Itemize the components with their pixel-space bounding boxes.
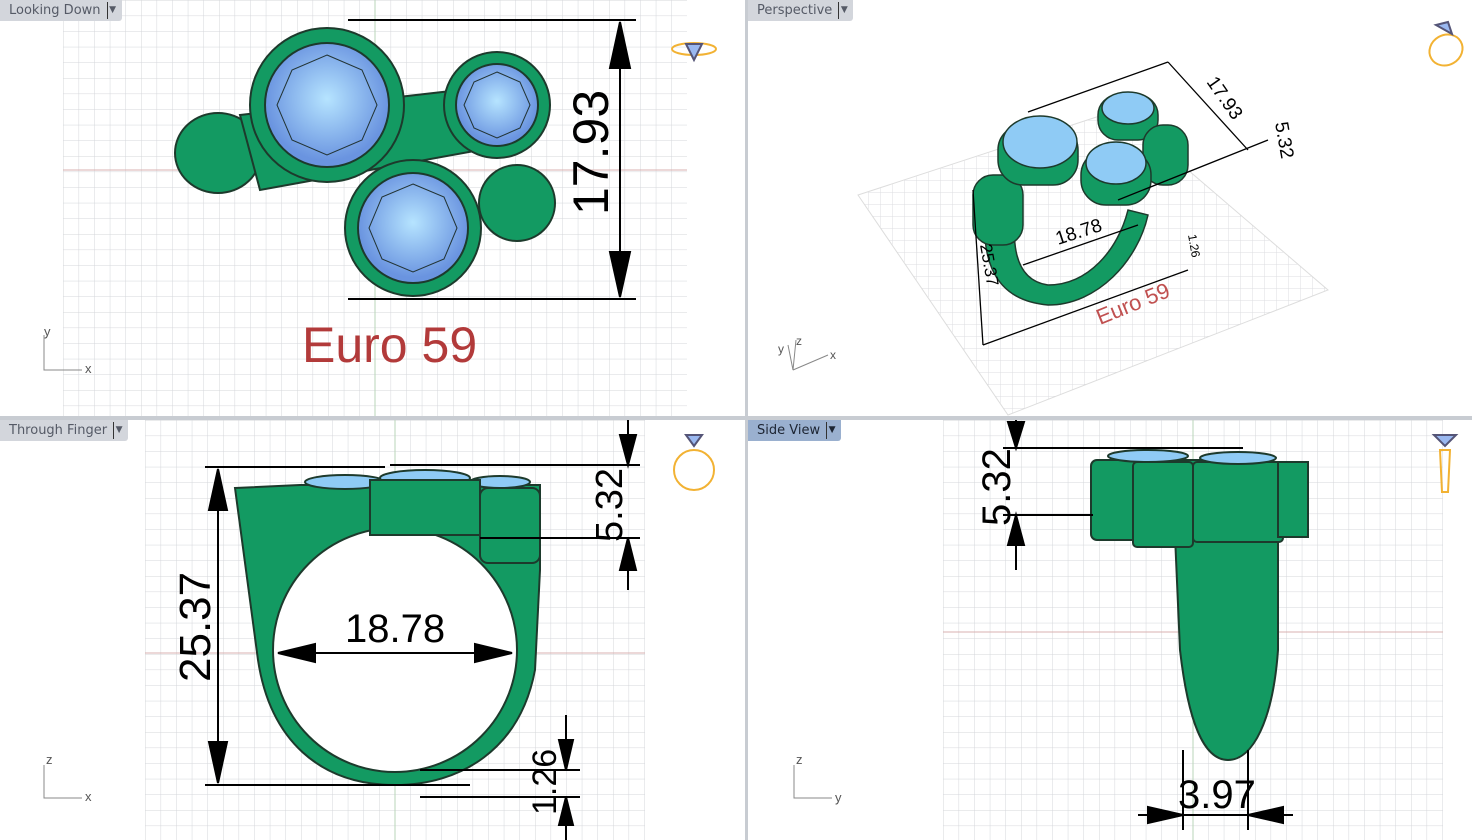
axis-indicator: [787, 339, 829, 371]
axis-label-z: z: [796, 752, 803, 767]
ring-icon[interactable]: [671, 42, 717, 63]
dimension-label: 1.26: [1185, 233, 1203, 259]
viewport-tab-perspective[interactable]: Perspective ▼: [748, 0, 854, 21]
axis-label-y: y: [44, 324, 51, 339]
dimension-label: 1.26: [526, 749, 564, 815]
viewport-divider-horizontal[interactable]: [0, 416, 1472, 420]
size-label: Euro 59: [302, 317, 477, 373]
viewport-canvas[interactable]: 5.32 3.97 z y: [748, 420, 1472, 840]
viewport-through-finger[interactable]: Through Finger ▼ 25.37 18.78 5.32 1.26: [0, 420, 745, 840]
viewport-title: Looking Down: [9, 3, 101, 18]
dimension-label: 5.32: [589, 468, 631, 542]
axis-label-z: z: [46, 752, 53, 767]
axis-label-y: y: [778, 342, 784, 356]
axis-label-y: y: [835, 790, 842, 805]
axis-label-x: x: [85, 361, 92, 376]
chevron-down-icon[interactable]: ▼: [826, 422, 837, 439]
viewport-tab-through-finger[interactable]: Through Finger ▼: [0, 420, 129, 441]
viewport-title: Through Finger: [9, 423, 108, 438]
ring-side-view: [1090, 449, 1309, 762]
chevron-down-icon[interactable]: ▼: [106, 2, 118, 19]
viewport-divider-vertical[interactable]: [745, 0, 748, 840]
viewport-looking-down[interactable]: Looking Down ▼ 17.93 Euro 59 y x: [0, 0, 745, 416]
viewport-canvas[interactable]: 17.93 5.32 18.78 25.37 1.26 Euro 59 y z …: [748, 0, 1472, 416]
axis-indicator: [43, 335, 82, 371]
dimension-width: [348, 19, 636, 300]
viewport-side-view[interactable]: Side View ▼ 5.32 3.97 z y: [748, 420, 1472, 840]
ring-perspective: [972, 91, 1189, 306]
dimension-lines: [205, 420, 640, 840]
dimension-lines: [972, 61, 1269, 346]
viewport-tab-side-view[interactable]: Side View ▼: [748, 420, 842, 441]
viewport-canvas[interactable]: 25.37 18.78 5.32 1.26 z x: [0, 420, 745, 840]
ring-front-view: [233, 469, 541, 787]
viewport-canvas[interactable]: 17.93 Euro 59 y x: [0, 0, 745, 416]
viewport-perspective[interactable]: Perspective ▼ 17.93 5.32 18.78 25.37 1.26…: [748, 0, 1472, 416]
dimension-label: 17.93: [563, 90, 619, 215]
chevron-down-icon[interactable]: ▼: [838, 2, 849, 19]
axis-label-z: z: [796, 334, 802, 348]
dimension-label: 5.32: [975, 448, 1019, 526]
axis-label-x: x: [830, 348, 836, 362]
dimension-label: 25.37: [171, 572, 220, 682]
ring-icon[interactable]: [1424, 20, 1468, 71]
axis-indicator: [793, 765, 832, 799]
axis-indicator: [43, 765, 82, 799]
ring-icon[interactable]: [673, 434, 715, 491]
dimension-label: 5.32: [1270, 120, 1297, 160]
viewport-title: Perspective: [757, 3, 833, 18]
chevron-down-icon[interactable]: ▼: [113, 422, 124, 439]
axis-label-x: x: [85, 789, 92, 804]
dimension-lines: [1003, 420, 1293, 830]
ring-top-view: [174, 27, 556, 297]
viewport-tab-looking-down[interactable]: Looking Down ▼: [0, 0, 122, 21]
dimension-label: 18.78: [345, 607, 445, 651]
ring-icon[interactable]: [1431, 434, 1459, 493]
dimension-label: 3.97: [1178, 773, 1256, 817]
dimension-label: 17.93: [1202, 73, 1246, 124]
viewport-title: Side View: [757, 423, 821, 438]
